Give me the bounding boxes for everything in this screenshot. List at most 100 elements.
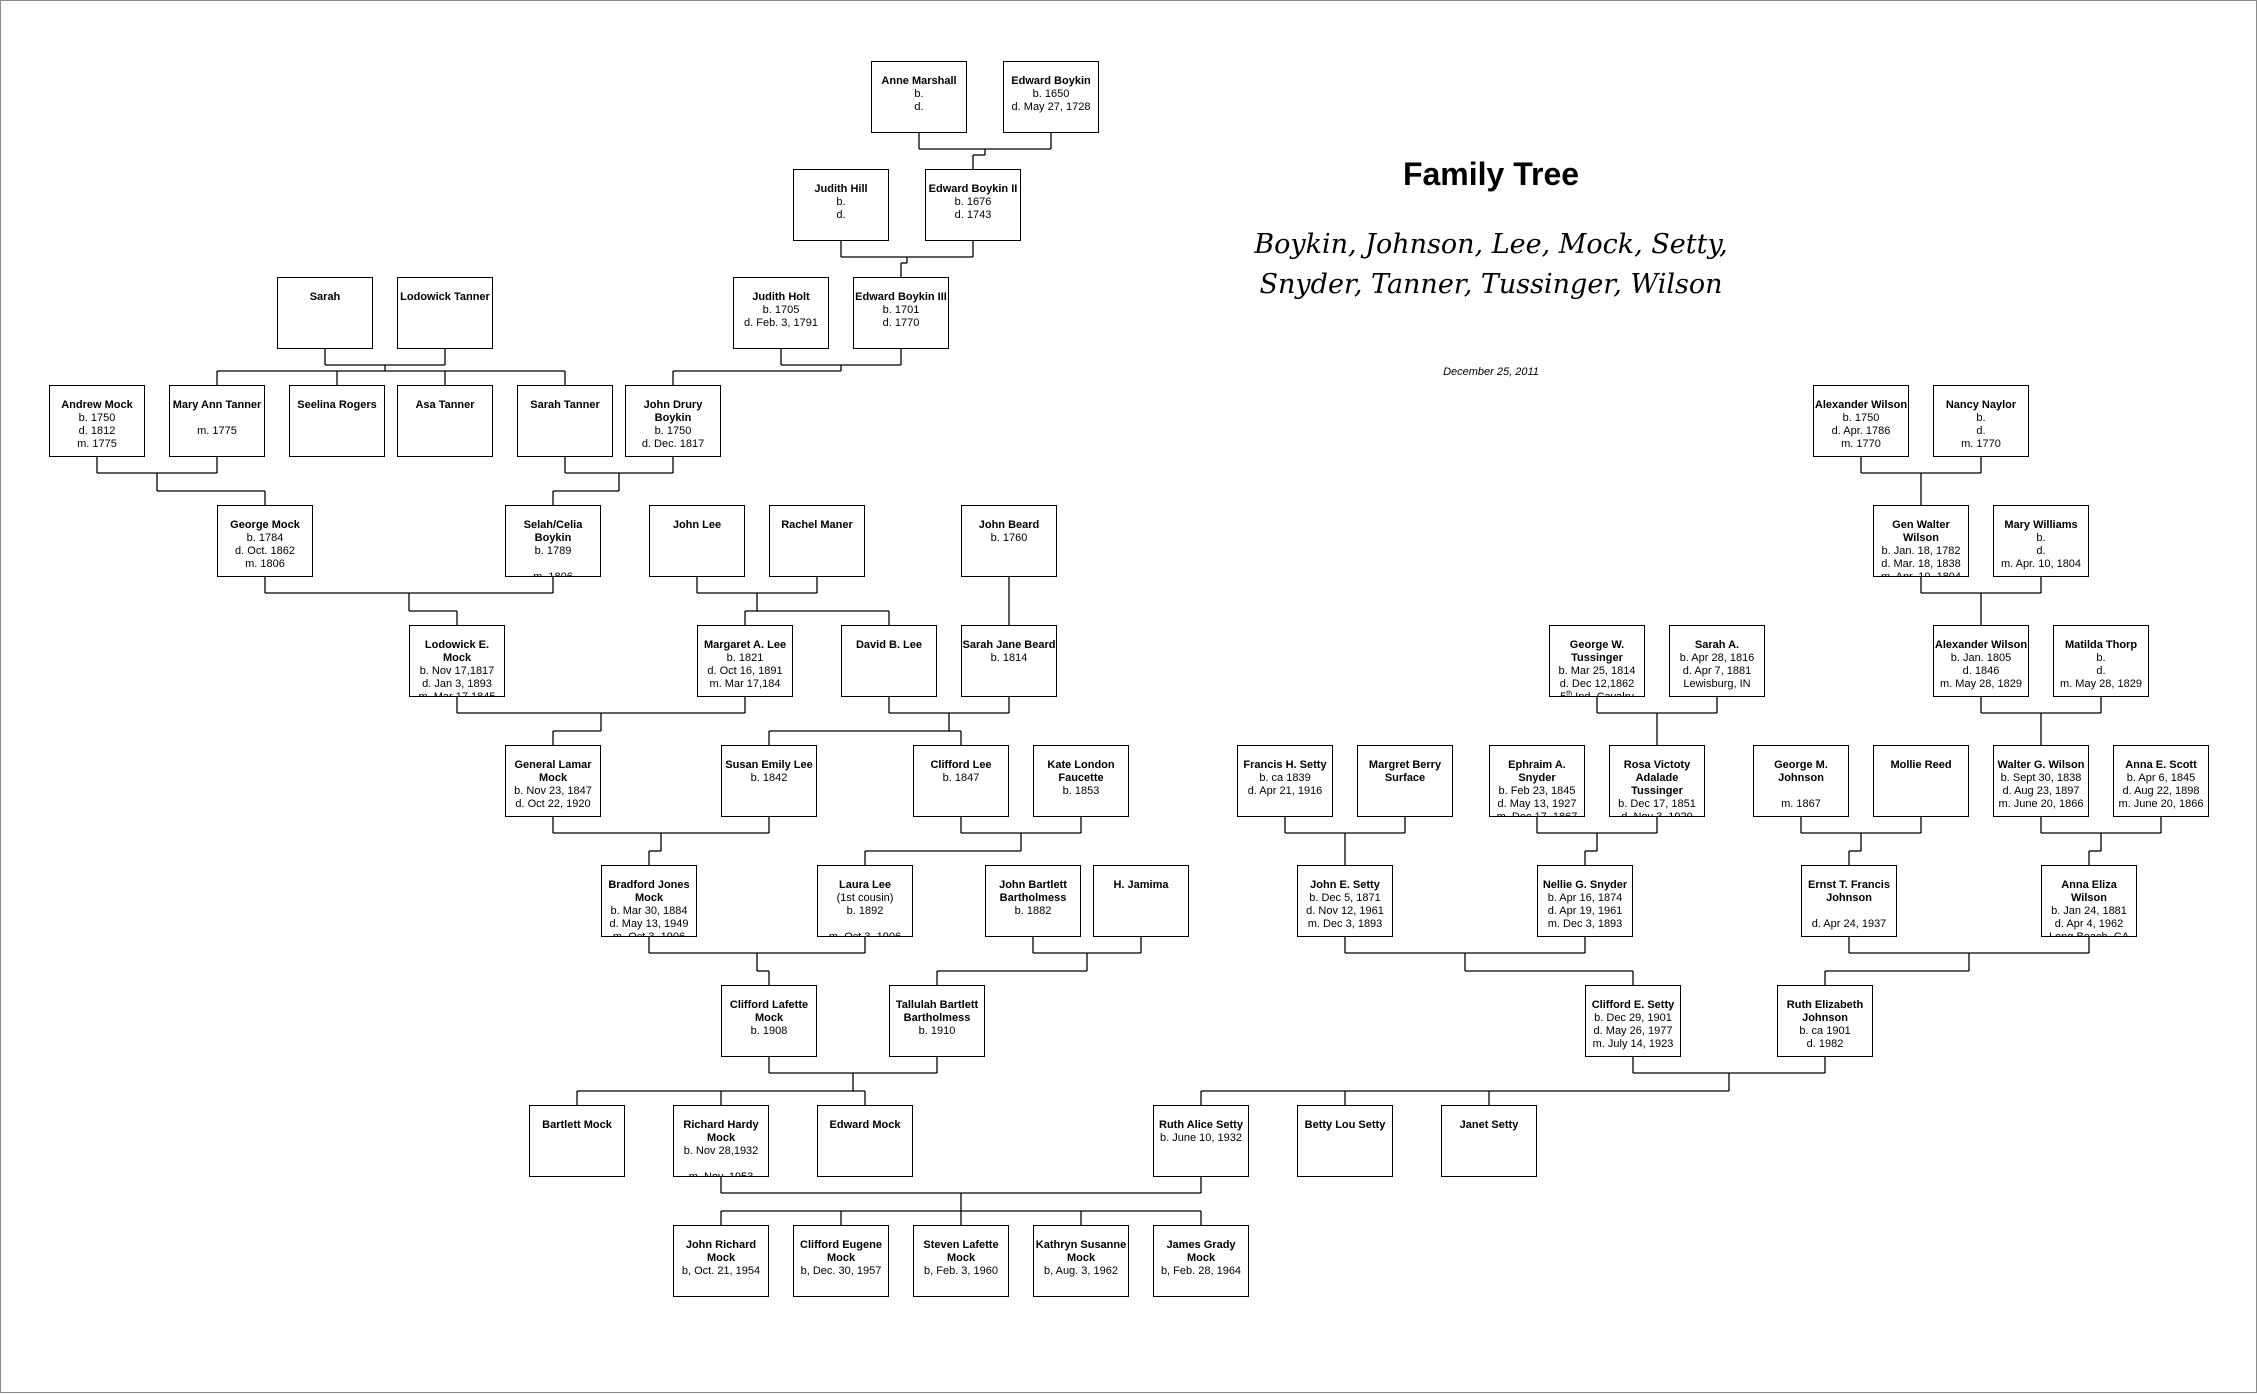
- person-name: Rosa Victoty Adalade Tussinger: [1623, 759, 1691, 797]
- person-detail: [1802, 905, 1896, 918]
- person-name: Janet Setty: [1459, 1119, 1519, 1131]
- person-name: Sarah Jane Beard: [962, 639, 1056, 651]
- person-name: Edward Boykin III: [855, 291, 947, 303]
- person-detail: d. May 13, 1927: [1497, 798, 1577, 810]
- person-name: Alexander Wilson: [1934, 639, 2028, 651]
- page-title: Family Tree: [1402, 156, 1580, 192]
- person-name: John Beard: [978, 519, 1040, 531]
- person-name: Ruth Elizabeth Johnson: [1786, 999, 1864, 1024]
- person-detail: d. Apr 19, 1961: [1547, 905, 1623, 917]
- person-detail: d.: [836, 209, 846, 221]
- person-name: Gen Walter Wilson: [1892, 519, 1950, 544]
- person-detail: b. 1908: [750, 1025, 788, 1037]
- person-detail: m. May 28, 1829: [2060, 678, 2142, 690]
- person-detail: b. Mar 30, 1884: [610, 905, 688, 917]
- person-detail: b. 1705: [762, 304, 800, 316]
- person-detail: m. May 28, 1829: [1940, 678, 2022, 690]
- person-box-mary-ann-tanner: Mary Ann Tanner m. 1775: [169, 385, 265, 457]
- person-detail: b. Feb 23, 1845: [1498, 785, 1576, 797]
- person-name: Judith Holt: [752, 291, 810, 303]
- person-detail: m. 1775: [197, 425, 237, 437]
- person-box-edward-mock: Edward Mock: [817, 1105, 913, 1177]
- person-box-seelina-rogers: Seelina Rogers: [289, 385, 385, 457]
- person-detail: b. 1814: [990, 652, 1028, 664]
- person-box-sarah-tanner: Sarah Tanner: [517, 385, 613, 457]
- person-name: John Bartlett Bartholmess: [999, 879, 1067, 904]
- person-detail: m. 1806: [245, 558, 285, 570]
- person-name: Sarah A.: [1694, 639, 1740, 651]
- person-name: Tallulah Bartlett Bartholmess: [895, 999, 979, 1024]
- person-detail: b, Feb. 28, 1964: [1160, 1265, 1242, 1277]
- person-name: Lodowick E. Mock: [424, 639, 490, 664]
- person-name: George Mock: [230, 519, 300, 531]
- person-detail: b. Apr 6, 1845: [2126, 772, 2196, 784]
- person-box-sarah: Sarah: [277, 277, 373, 349]
- person-detail: d. Mar. 18, 1838: [1881, 558, 1961, 570]
- person-detail: b. 1882: [1014, 905, 1052, 917]
- person-detail: b. 1842: [750, 772, 788, 784]
- person-detail: b. Sept 30, 1838: [2000, 772, 2082, 784]
- person-detail: d. May 13, 1949: [609, 918, 689, 930]
- person-detail: b. 1821: [726, 652, 764, 664]
- person-detail: b. Dec 29, 1901: [1594, 1012, 1672, 1024]
- person-detail: b. 1701: [882, 304, 920, 316]
- person-detail: d. Feb. 3, 1791: [744, 317, 818, 329]
- person-detail: d.: [2096, 665, 2106, 677]
- person-name: Lodowick Tanner: [400, 291, 490, 303]
- person-detail: m. Apr. 10, 1804: [2000, 558, 2082, 570]
- person-detail: d. Apr. 1786: [1831, 425, 1891, 437]
- person-detail: d. May 27, 1728: [1011, 101, 1091, 113]
- person-name: Bartlett Mock: [542, 1119, 612, 1131]
- person-name: Mary Ann Tanner: [172, 399, 262, 411]
- person-detail: b, Aug. 3, 1962: [1043, 1265, 1118, 1277]
- person-name: George W. Tussinger: [1569, 639, 1625, 664]
- person-name: Clifford Lafette Mock: [729, 999, 809, 1024]
- person-detail: b. Nov 23, 1847: [514, 785, 592, 797]
- person-detail: d. Apr 24, 1937: [1811, 918, 1887, 930]
- person-detail: (1st cousin): [836, 892, 894, 904]
- person-detail: b. Nov 17,1817: [419, 665, 495, 677]
- person-name: John Richard Mock: [685, 1239, 757, 1264]
- person-detail: b, Oct. 21, 1954: [681, 1265, 761, 1277]
- person-detail: [1754, 785, 1848, 798]
- person-name: Matilda Thorp: [2064, 639, 2138, 651]
- person-detail: b.: [836, 196, 846, 208]
- person-detail: d.: [2036, 545, 2046, 557]
- person-name: Rachel Maner: [781, 519, 853, 531]
- person-detail: b. Nov 28,1932: [683, 1145, 759, 1157]
- person-box-margret-berry-surface: Margret Berry Surface: [1357, 745, 1453, 817]
- person-detail: m. Dec 3, 1893: [1307, 918, 1383, 930]
- surnames-line-2: Snyder, Tanner, Tussinger, Wilson: [1259, 269, 1723, 300]
- person-box-betty-lou-setty: Betty Lou Setty: [1297, 1105, 1393, 1177]
- person-detail: m. 1770: [1841, 438, 1881, 450]
- person-detail: b. 1853: [1062, 785, 1100, 797]
- person-detail: d. Dec 12,1862: [1559, 678, 1635, 690]
- person-detail: d. 1846: [1962, 665, 2000, 677]
- person-detail: d. Apr 4, 1962: [2054, 918, 2124, 930]
- person-name: Clifford E. Setty: [1591, 999, 1675, 1011]
- person-detail: d. Apr 7, 1881: [1682, 665, 1752, 677]
- person-detail: b. Apr 28, 1816: [1679, 652, 1755, 664]
- person-detail: m. 1806: [533, 571, 573, 577]
- person-detail: Long Beach, CA: [2048, 931, 2130, 937]
- person-detail: m. Nov, 1953: [688, 1171, 754, 1177]
